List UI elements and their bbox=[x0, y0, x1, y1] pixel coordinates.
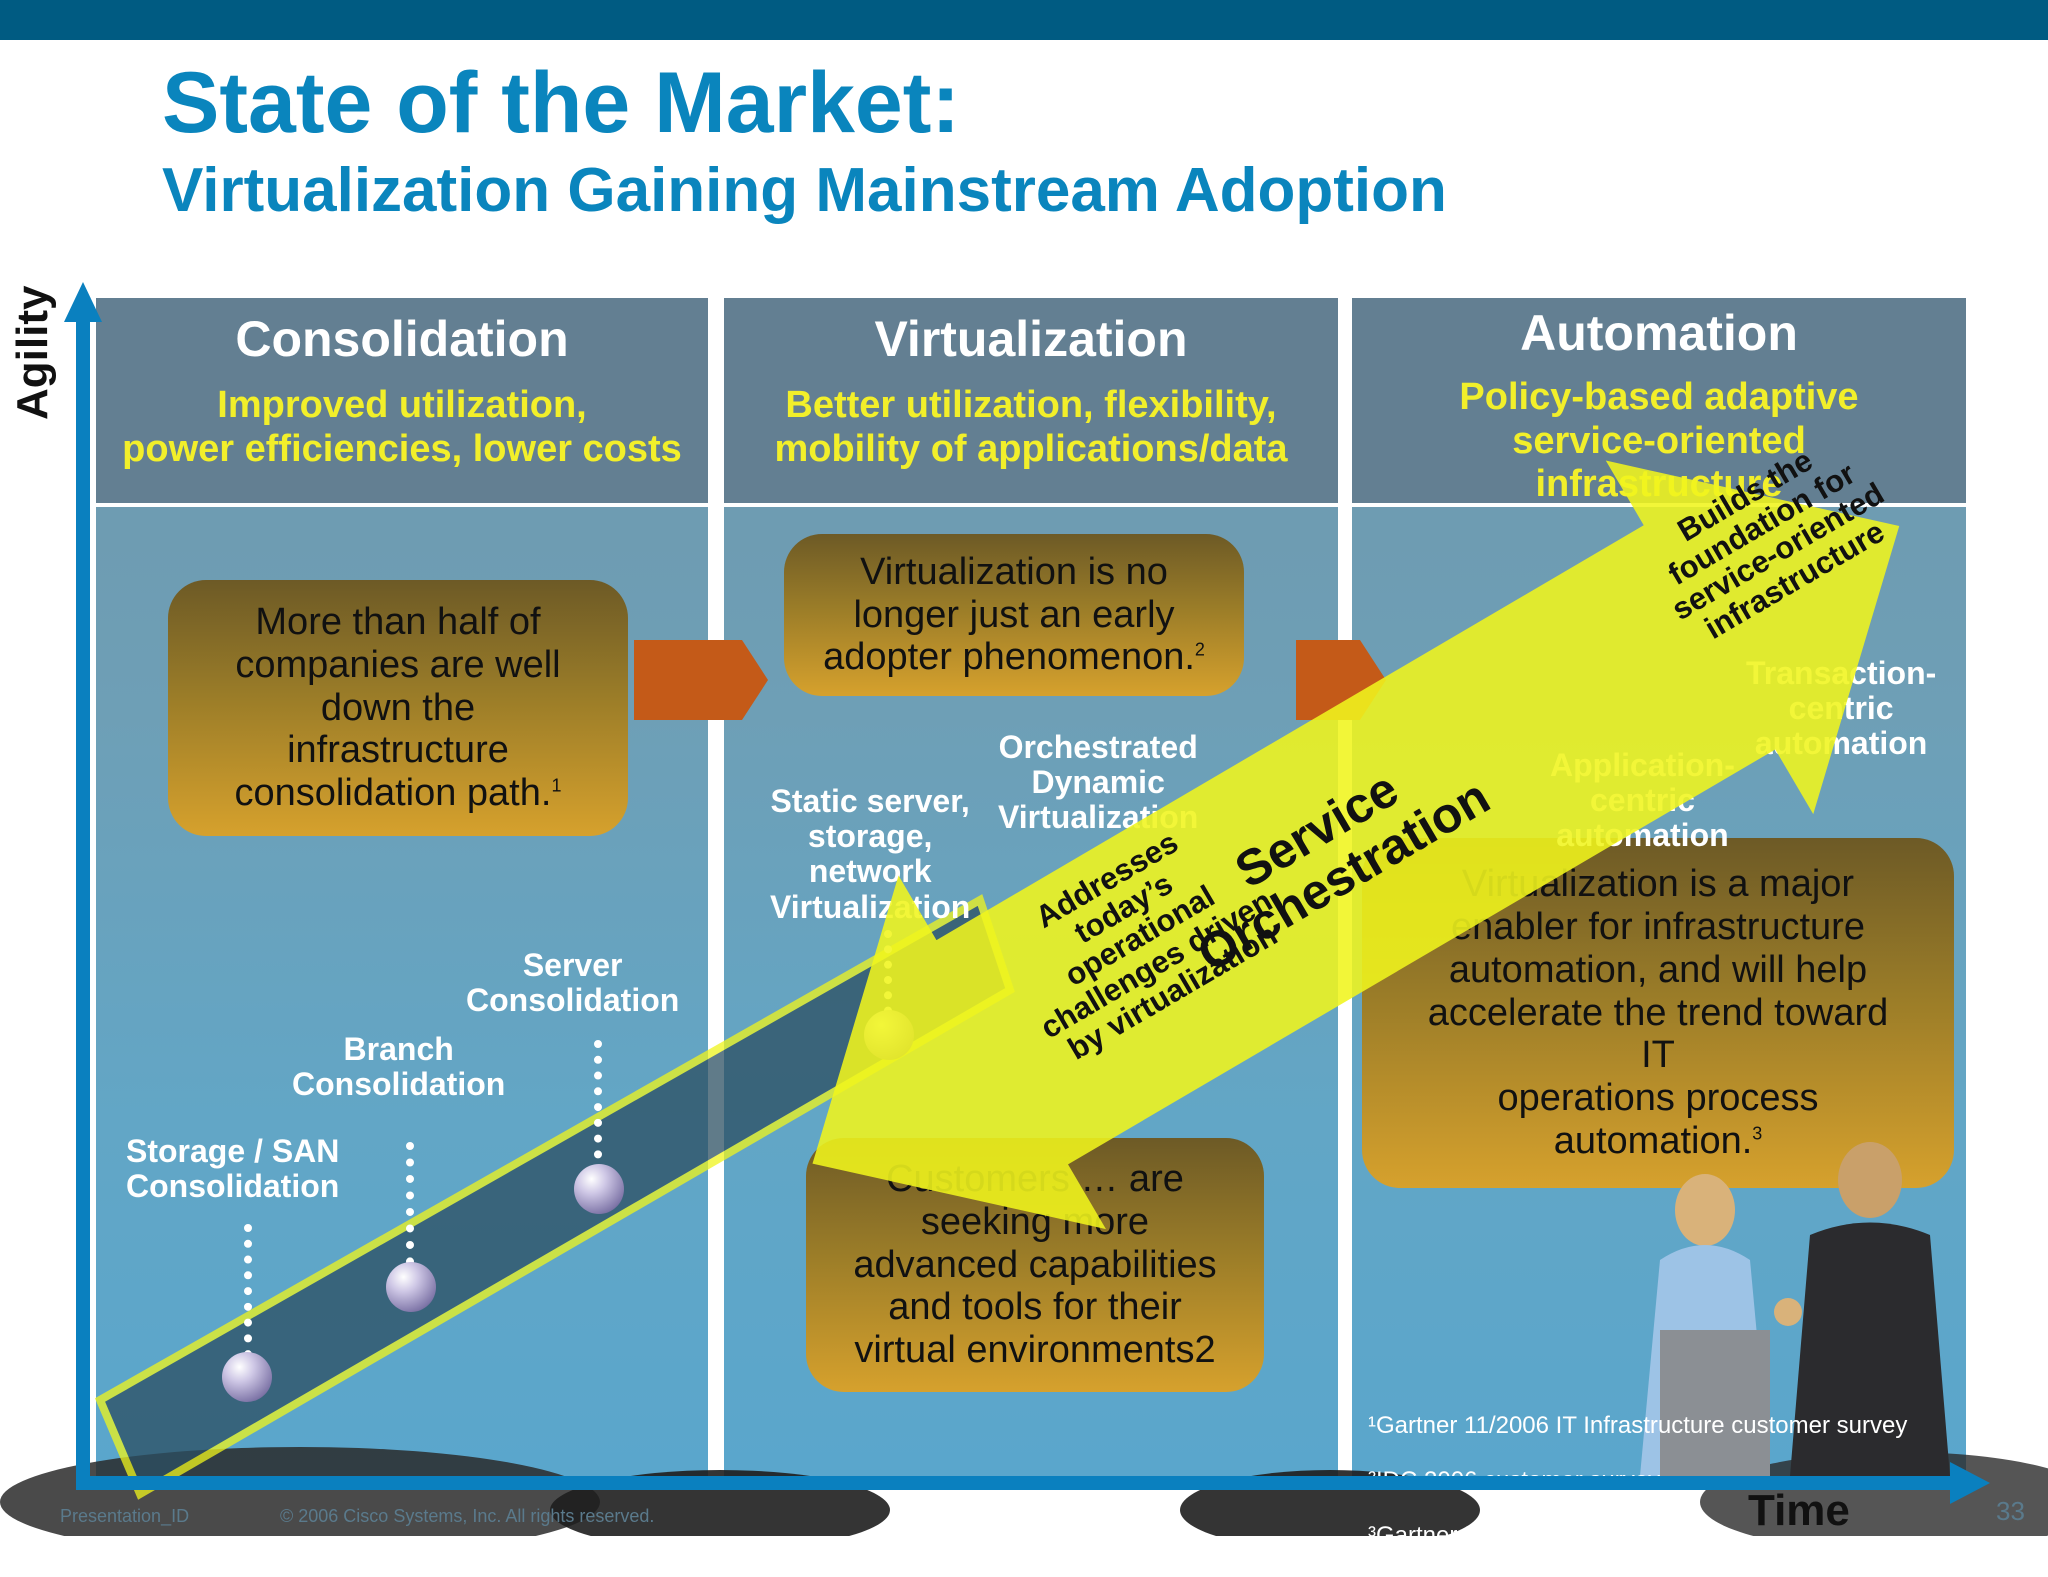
page-number: 33 bbox=[1996, 1496, 2025, 1526]
milestone-label-branch: Branch Consolidation bbox=[292, 1031, 506, 1103]
column-heading: Automation bbox=[1520, 305, 1798, 361]
milestone-label-server: Server Consolidation bbox=[466, 947, 680, 1019]
y-axis-label: Agility bbox=[8, 285, 57, 420]
slide-subtitle: Virtualization Gaining Mainstream Adopti… bbox=[162, 156, 1447, 225]
top-bar bbox=[0, 0, 2048, 40]
milestone-marker bbox=[222, 1352, 272, 1402]
x-axis-label: Time bbox=[1748, 1486, 1850, 1535]
column-consolidation: Consolidation Improved utilization, powe… bbox=[96, 298, 708, 1476]
callout-ref: 1 bbox=[551, 775, 562, 796]
milestone-stem bbox=[406, 1142, 414, 1282]
column-header: Consolidation Improved utilization, powe… bbox=[96, 298, 708, 507]
milestone-marker bbox=[386, 1262, 436, 1312]
callout-virtualization-top: Virtualization is no longer just an earl… bbox=[784, 534, 1244, 696]
callout-ref: 3 bbox=[1752, 1123, 1763, 1144]
copyright-text: © 2006 Cisco Systems, Inc. All rights re… bbox=[280, 1506, 655, 1526]
milestone-stem bbox=[244, 1224, 252, 1374]
callout-consolidation: More than half of companies are well dow… bbox=[168, 580, 628, 836]
column-subheading: Better utilization, flexibility, mobilit… bbox=[774, 384, 1288, 470]
column-heading: Virtualization bbox=[874, 311, 1188, 367]
milestone-stem bbox=[594, 1040, 602, 1190]
chart-axes bbox=[64, 282, 1990, 1504]
callout-text: Virtualization is no longer just an earl… bbox=[823, 550, 1195, 679]
column-subheading: Improved utilization, power efficiencies… bbox=[122, 384, 682, 470]
milestone-label-static: Static server, storage, network Virtuali… bbox=[770, 783, 971, 925]
column-heading: Consolidation bbox=[235, 311, 569, 367]
presentation-id: Presentation_ID bbox=[60, 1506, 190, 1526]
business-people-image bbox=[1640, 1142, 1950, 1476]
footnote: ¹Gartner 11/2006 IT Infrastructure custo… bbox=[1368, 1411, 1908, 1439]
milestone-marker bbox=[574, 1164, 624, 1214]
callout-text: More than half of companies are well dow… bbox=[234, 600, 561, 815]
column-header: Virtualization Better utilization, flexi… bbox=[724, 298, 1338, 507]
arrow-connector-1 bbox=[634, 640, 768, 720]
milestone-label-storage: Storage / SAN Consolidation bbox=[126, 1133, 340, 1205]
callout-ref: 2 bbox=[1194, 639, 1205, 660]
slide-title: State of the Market: bbox=[162, 55, 961, 151]
service-orchestration-arrow bbox=[812, 460, 1900, 1230]
